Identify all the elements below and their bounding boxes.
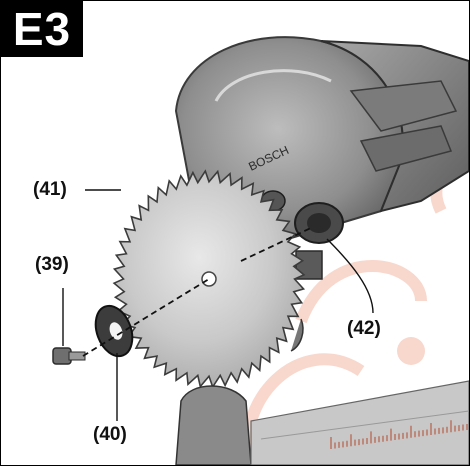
clamping-bolt xyxy=(53,348,85,364)
callout-39: (39) xyxy=(35,254,69,276)
callout-41: (41) xyxy=(33,179,67,201)
callout-42: (42) xyxy=(347,318,381,340)
figure-label-badge: E3 xyxy=(1,1,83,57)
callout-40: (40) xyxy=(93,424,127,446)
